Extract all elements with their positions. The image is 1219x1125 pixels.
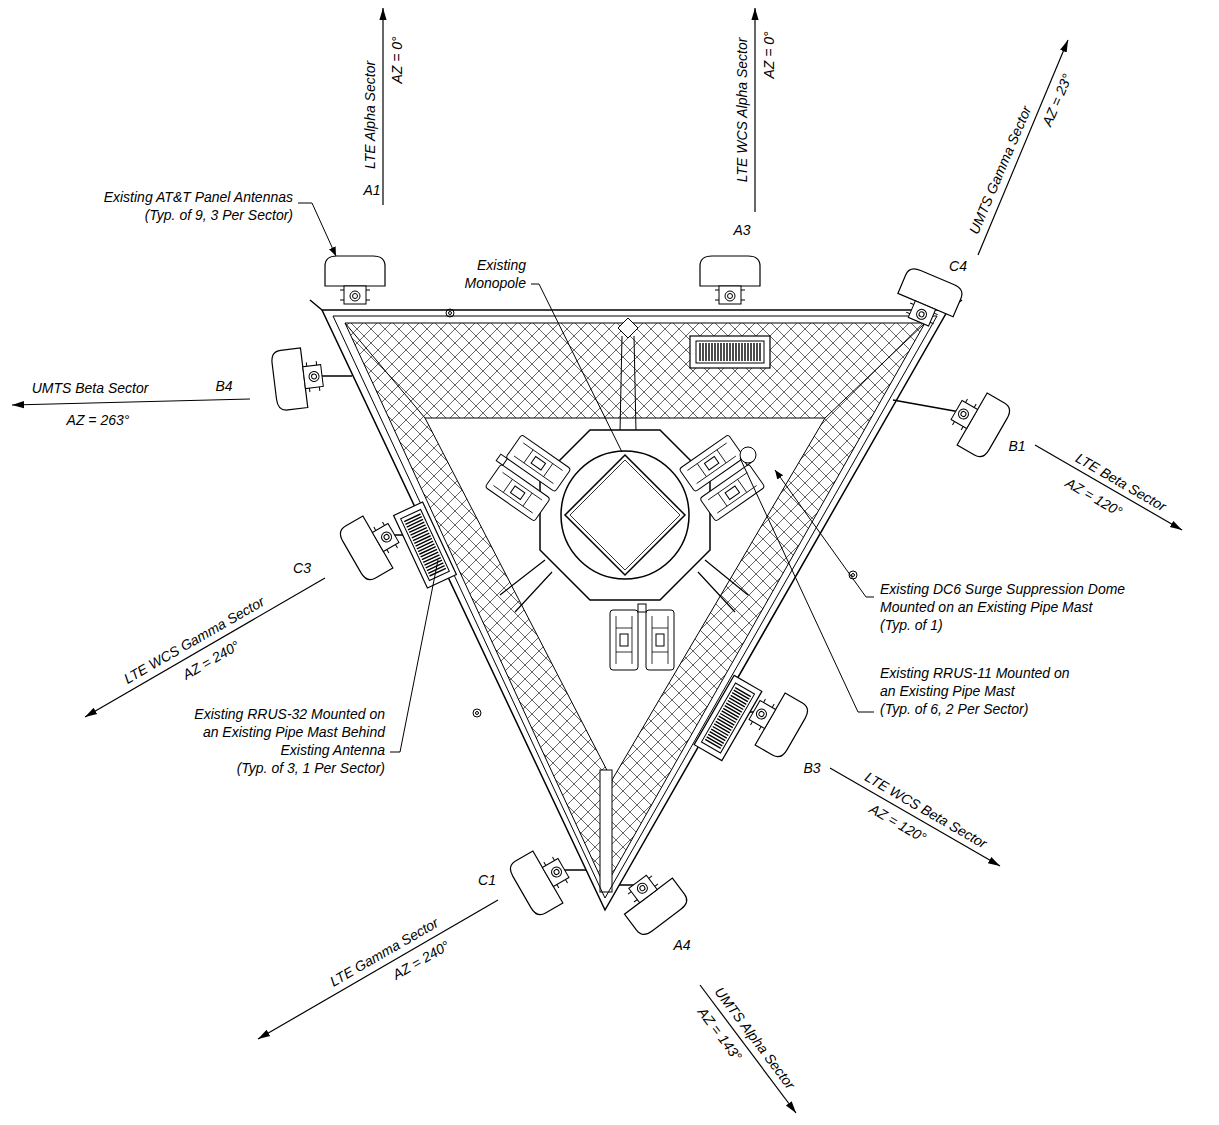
- sector-label: C4: [949, 257, 967, 275]
- sector-label: C3: [293, 559, 311, 577]
- note-line: Existing: [465, 256, 527, 274]
- note-line: (Typ. of 9, 3 Per Sector): [104, 206, 293, 224]
- sector-label: AZ = 0°: [760, 31, 778, 78]
- sector-label: A4: [673, 936, 690, 954]
- sector-label: AZ = 0°: [388, 36, 406, 83]
- note-line: an Existing Pipe Mast Behind: [194, 723, 385, 741]
- sector-label: AZ = 263°: [67, 411, 130, 429]
- sector-label: LTE WCS Alpha Sector: [733, 38, 751, 183]
- sector-label: UMTS Beta Sector: [32, 379, 149, 397]
- note-line: (Typ. of 3, 1 Per Sector): [194, 759, 385, 777]
- sector-label: LTE Alpha Sector: [361, 61, 379, 169]
- note-line: (Typ. of 1): [880, 616, 1125, 634]
- note-line: Existing DC6 Surge Suppression Dome: [880, 580, 1125, 598]
- note-line: Monopole: [465, 274, 527, 292]
- sector-label: A1: [363, 181, 380, 199]
- sector-label: B4: [215, 377, 232, 395]
- sector-label: B1: [1008, 437, 1025, 455]
- note-line: Existing RRUS-32 Mounted on: [194, 705, 385, 723]
- note-line: Existing RRUS-11 Mounted on: [880, 664, 1070, 682]
- sector-label: A3: [733, 221, 750, 239]
- note-line: an Existing Pipe Mast: [880, 682, 1070, 700]
- sector-label: C1: [478, 871, 496, 889]
- note-line: Mounted on an Existing Pipe Mast: [880, 598, 1125, 616]
- note-text: Existing Monopole: [465, 256, 527, 292]
- note-text: Existing AT&T Panel Antennas (Typ. of 9,…: [104, 188, 293, 224]
- note-text: Existing DC6 Surge Suppression Dome Moun…: [880, 580, 1125, 634]
- note-text: Existing RRUS-32 Mounted on an Existing …: [194, 705, 385, 777]
- note-line: Existing Antenna: [194, 741, 385, 759]
- note-text: Existing RRUS-11 Mounted on an Existing …: [880, 664, 1070, 718]
- note-line: Existing AT&T Panel Antennas: [104, 188, 293, 206]
- note-line: (Typ. of 6, 2 Per Sector): [880, 700, 1070, 718]
- sector-label: UMTS Gamma Sector: [965, 103, 1035, 237]
- sector-label: AZ = 23°: [1038, 71, 1076, 129]
- sector-label: B3: [803, 759, 820, 777]
